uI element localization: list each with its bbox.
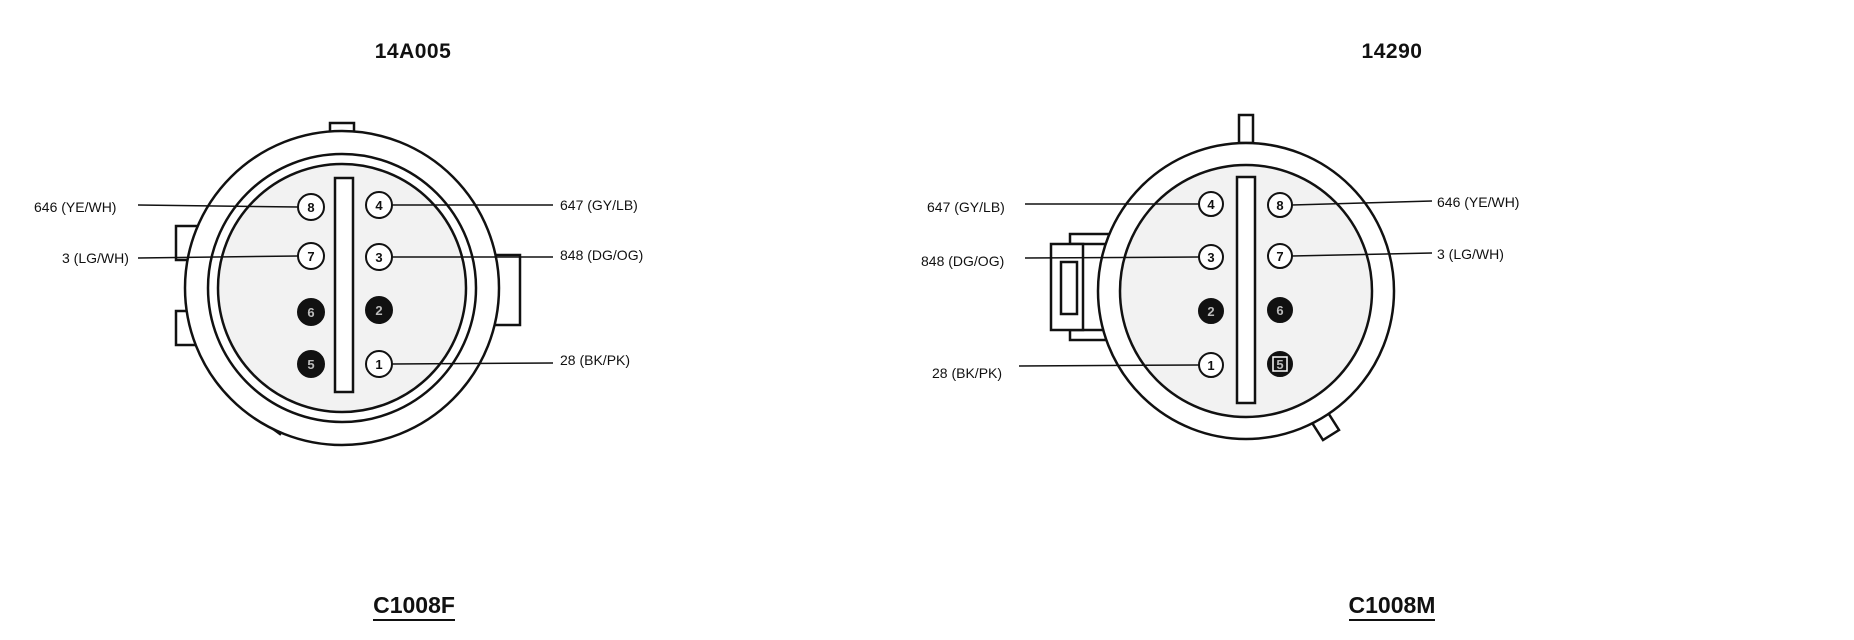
pin-6: 6 <box>297 298 325 326</box>
pin-3-number: 3 <box>375 250 382 265</box>
pin-4: 4 <box>365 191 393 219</box>
pin-1-number: 1 <box>1207 358 1214 373</box>
wire-label-pin-8: 646 (YE/WH) <box>1437 194 1520 210</box>
connector-id: C1008F <box>314 592 514 621</box>
pin-1-number: 1 <box>375 357 382 372</box>
leader-line-pin-1 <box>1018 364 1200 367</box>
pin-3: 3 <box>1198 244 1224 270</box>
leader-line-pin-7 <box>137 255 299 259</box>
pin-6-number: 6 <box>1276 303 1283 318</box>
pin-5-number: 5 <box>307 357 314 372</box>
pin-5-number: 5 <box>1276 357 1283 372</box>
leader-line-pin-7 <box>1291 252 1433 257</box>
wire-label-pin-3: 848 (DG/OG) <box>921 253 1005 269</box>
top-key <box>1237 113 1255 145</box>
pin-4-circle <box>365 191 393 219</box>
wire-label-pin-1: 28 (BK/PK) <box>932 365 1003 381</box>
pin-7-number: 7 <box>1276 249 1283 264</box>
center-divider <box>1235 175 1257 405</box>
pin-2-circle <box>1198 298 1224 324</box>
connector-id-text: C1008M <box>1348 592 1436 621</box>
wire-label-pin-4: 647 (GY/LB) <box>927 199 1005 215</box>
pin-7-circle <box>297 242 325 270</box>
pin-4-number: 4 <box>375 198 383 213</box>
middle-shell <box>206 152 478 424</box>
pin-5: 5 <box>297 350 325 378</box>
pin-2: 2 <box>1198 298 1224 324</box>
pin-3-circle <box>365 243 393 271</box>
leader-line-pin-8 <box>1291 200 1433 206</box>
connector-face: 8 7 6 5 4 3 2 1 <box>137 121 554 447</box>
part-number: 14290 <box>1361 40 1423 63</box>
leader-line-pin-1 <box>391 362 554 365</box>
pin-5: 5 <box>1267 351 1293 377</box>
wire-label-pin-7: 3 (LG/WH) <box>1437 246 1504 262</box>
pin-1-circle <box>1198 352 1224 378</box>
pin-5-circle <box>1267 351 1293 377</box>
wire-label-pin-1: 28 (BK/PK) <box>560 352 631 368</box>
wire-label-pin-7: 3 (LG/WH) <box>62 250 129 266</box>
pin-6-number: 6 <box>307 305 314 320</box>
pin-1-circle <box>365 350 393 378</box>
pin-8-number: 8 <box>1276 198 1283 213</box>
pin-8: 8 <box>297 193 325 221</box>
pin-4-circle <box>1198 191 1224 217</box>
pin-2: 2 <box>365 296 393 324</box>
pin-7-number: 7 <box>307 249 314 264</box>
pin-7: 7 <box>297 242 325 270</box>
wire-label-pin-4: 647 (GY/LB) <box>560 197 638 213</box>
pin-6-circle <box>297 298 325 326</box>
part-number: 14A005 <box>374 40 452 63</box>
pin-2-number: 2 <box>375 303 382 318</box>
pin-2-number: 2 <box>1207 304 1214 319</box>
connector-id: C1008M <box>1292 592 1492 621</box>
pin-8-circle <box>1267 192 1293 218</box>
connector-face: 4 3 2 1 8 7 6 5 <box>1018 113 1433 442</box>
wire-label-pin-8: 646 (YE/WH) <box>34 199 117 215</box>
pin-5-circle <box>297 350 325 378</box>
pin-6-circle <box>1267 297 1293 323</box>
leader-line-pin-3 <box>1024 256 1200 259</box>
pin-7: 7 <box>1267 243 1293 269</box>
connector-diagram-c1008m: 14290 4 3 2 1 8 7 6 5 647 (GY/LB) 848 (DG/OG) 2… <box>921 0 1854 640</box>
connector-diagram-c1008f: 14A005 8 7 6 5 4 3 2 1 646 (YE/WH) 3 (LG/WH) 64… <box>34 40 644 621</box>
pin-2-circle <box>365 296 393 324</box>
pin-3: 3 <box>365 243 393 271</box>
clip-window <box>1059 260 1079 316</box>
pin-4-number: 4 <box>1207 197 1215 212</box>
connector-id-text: C1008F <box>373 592 455 621</box>
pin-4: 4 <box>1198 191 1224 217</box>
leader-line-pin-8 <box>137 204 299 208</box>
pin-1: 1 <box>1198 352 1224 378</box>
pin-7-circle <box>1267 243 1293 269</box>
pin-6: 6 <box>1267 297 1293 323</box>
center-divider <box>333 176 355 394</box>
pin-8-number: 8 <box>307 200 314 215</box>
pin-3-number: 3 <box>1207 250 1214 265</box>
pin-5-square-mark <box>1272 356 1288 372</box>
pin-8: 8 <box>1267 192 1293 218</box>
pin-3-circle <box>1198 244 1224 270</box>
pin-8-circle <box>297 193 325 221</box>
pin-1: 1 <box>365 350 393 378</box>
wire-label-pin-3: 848 (DG/OG) <box>560 247 644 263</box>
